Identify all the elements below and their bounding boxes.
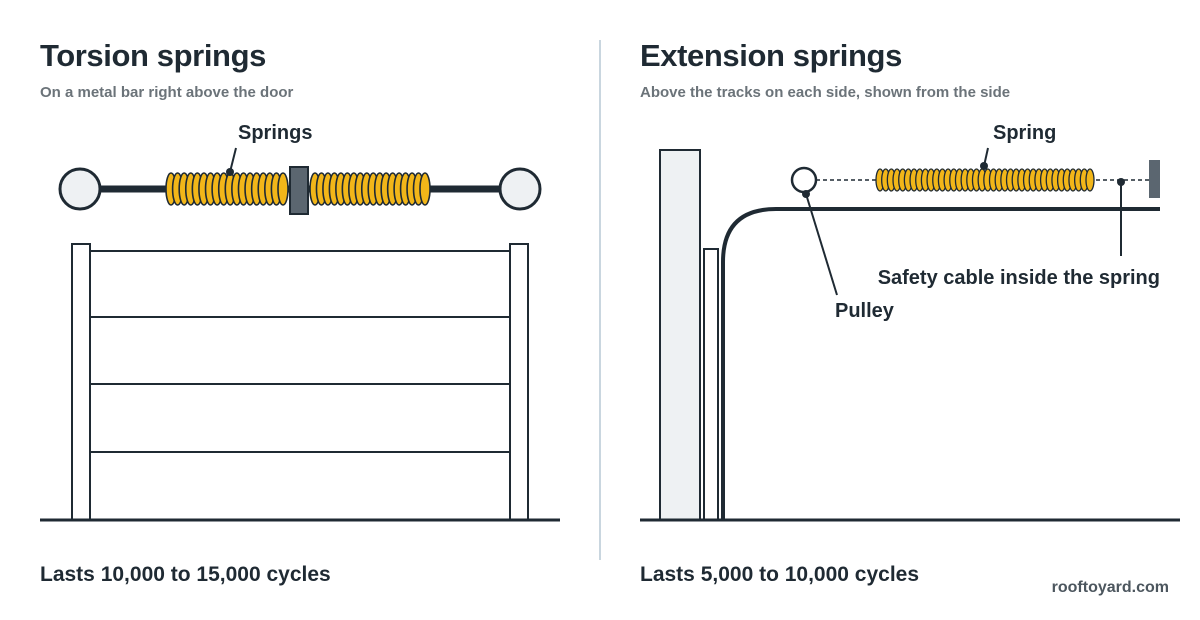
right-drum bbox=[498, 167, 542, 211]
left-door-post bbox=[71, 243, 91, 521]
center-bracket bbox=[289, 166, 309, 215]
extension-diagram: Spring Safety cable inside the spring Pu… bbox=[640, 122, 1180, 522]
extension-title: Extension springs bbox=[640, 38, 902, 73]
torsion-spring-left bbox=[165, 172, 289, 206]
extension-subtitle: Above the tracks on each side, shown fro… bbox=[640, 84, 1011, 101]
spring-coil bbox=[1085, 168, 1095, 192]
torsion-title: Torsion springs bbox=[40, 38, 266, 73]
pulley-label: Pulley bbox=[835, 300, 895, 322]
extension-lifespan: Lasts 5,000 to 10,000 cycles bbox=[640, 563, 920, 586]
springs-leader-dot bbox=[226, 168, 234, 176]
cable-label: Safety cable inside the spring bbox=[878, 267, 1160, 289]
left-drum bbox=[58, 167, 102, 211]
torsion-subtitle: On a metal bar right above the door bbox=[40, 84, 294, 101]
spring-coil bbox=[419, 172, 431, 206]
wall bbox=[659, 149, 701, 521]
springs-label: Springs bbox=[238, 122, 312, 144]
extension-spring bbox=[875, 168, 1095, 192]
pulley-leader-line bbox=[805, 193, 838, 296]
door-edge bbox=[703, 248, 719, 521]
spring-label: Spring bbox=[993, 122, 1056, 144]
panel-divider bbox=[599, 40, 601, 560]
spring-leader-dot bbox=[980, 162, 988, 170]
mount-bracket bbox=[1149, 160, 1160, 198]
spring-coil bbox=[277, 172, 289, 206]
right-door-post bbox=[509, 243, 529, 521]
pulley bbox=[790, 166, 818, 194]
springs-leader-line bbox=[229, 147, 237, 173]
torsion-diagram: Springs bbox=[40, 122, 560, 522]
torsion-spring-right bbox=[309, 172, 431, 206]
track bbox=[721, 207, 1160, 520]
torsion-lifespan: Lasts 10,000 to 15,000 cycles bbox=[40, 563, 331, 586]
brand-credit: rooftoyard.com bbox=[1051, 579, 1169, 596]
